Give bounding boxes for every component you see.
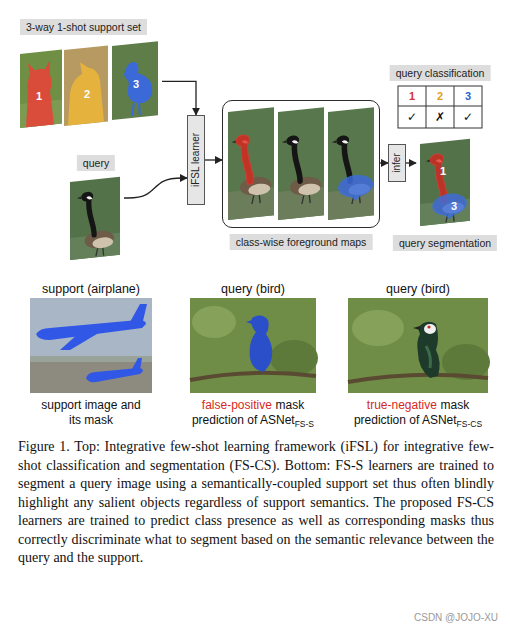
caption-block: Figure 1. Top: Integrative few-shot lear…: [18, 438, 494, 568]
subscript: FS-S: [295, 419, 314, 429]
learner-box: iFSL learner: [187, 115, 205, 205]
support-image-dog: [64, 45, 108, 126]
sublabel-group: support image and its mask: [36, 398, 146, 427]
callout-number: 3: [451, 200, 457, 212]
emphasis-word: true-negative: [367, 398, 437, 412]
query-bird-image-false-positive: [190, 298, 318, 393]
table-cell: ✓: [407, 110, 417, 124]
segmentation-region: query segmentation: [416, 138, 474, 228]
classification-table: [398, 86, 482, 128]
query-bird-image-true-negative: [348, 298, 490, 393]
support-image-cat: [20, 50, 62, 128]
table-header: 3: [465, 90, 471, 102]
figure-caption: Figure 1. Top: Integrative few-shot lear…: [18, 438, 494, 568]
callout-number: 1: [440, 165, 446, 177]
map-panel: class-wise foreground maps: [222, 100, 380, 228]
support-airplane-image: [30, 298, 152, 393]
foreground-map-1: [228, 107, 274, 220]
image-title: query (bird): [386, 282, 450, 296]
image-title: support (airplane): [42, 282, 140, 296]
flow-arrow: [406, 162, 416, 163]
callout-number: 3: [133, 78, 139, 90]
flow-arrow: [205, 159, 222, 160]
callout-number: 1: [36, 90, 42, 102]
foreground-map-3: [328, 107, 374, 220]
tag-label: query classification: [390, 65, 491, 81]
flow-arrow: [124, 178, 187, 198]
flow-arrow: [380, 162, 388, 163]
table-header: 1: [409, 90, 415, 102]
tag-label: class-wise foreground maps: [230, 234, 373, 250]
query-image: [70, 177, 120, 260]
emphasis-word: false-positive: [202, 398, 272, 412]
callout-number: 2: [84, 88, 90, 100]
support-set-region: 3-way 1-shot support set: [18, 40, 162, 132]
tag-label: query: [77, 155, 115, 171]
image-title: query (bird): [221, 282, 285, 296]
table-cell: ✓: [463, 110, 473, 124]
tag-label: query segmentation: [393, 235, 497, 251]
table-header: 2: [437, 90, 443, 102]
image-sublabel: support image and its mask: [41, 398, 140, 427]
box-label: iFSL learner: [190, 133, 202, 187]
watermark: CSDN @JOJO-XU: [414, 612, 498, 624]
box-label: infer: [391, 153, 403, 172]
tag-label: 3-way 1-shot support set: [20, 19, 147, 35]
table-cell: ✗: [435, 110, 445, 124]
sublabel-group: false-positivemask prediction of ASNetFS…: [175, 398, 331, 427]
flow-arrow: [162, 81, 196, 115]
query-segmentation-image: [420, 139, 470, 226]
subscript: FS-CS: [457, 419, 483, 429]
infer-box: infer: [388, 144, 406, 182]
sublabel-group: true-negativemask prediction of ASNetFS-…: [340, 398, 496, 427]
query-region: query: [68, 176, 124, 262]
foreground-map-2: [278, 107, 324, 220]
support-image-bird: [112, 41, 158, 120]
